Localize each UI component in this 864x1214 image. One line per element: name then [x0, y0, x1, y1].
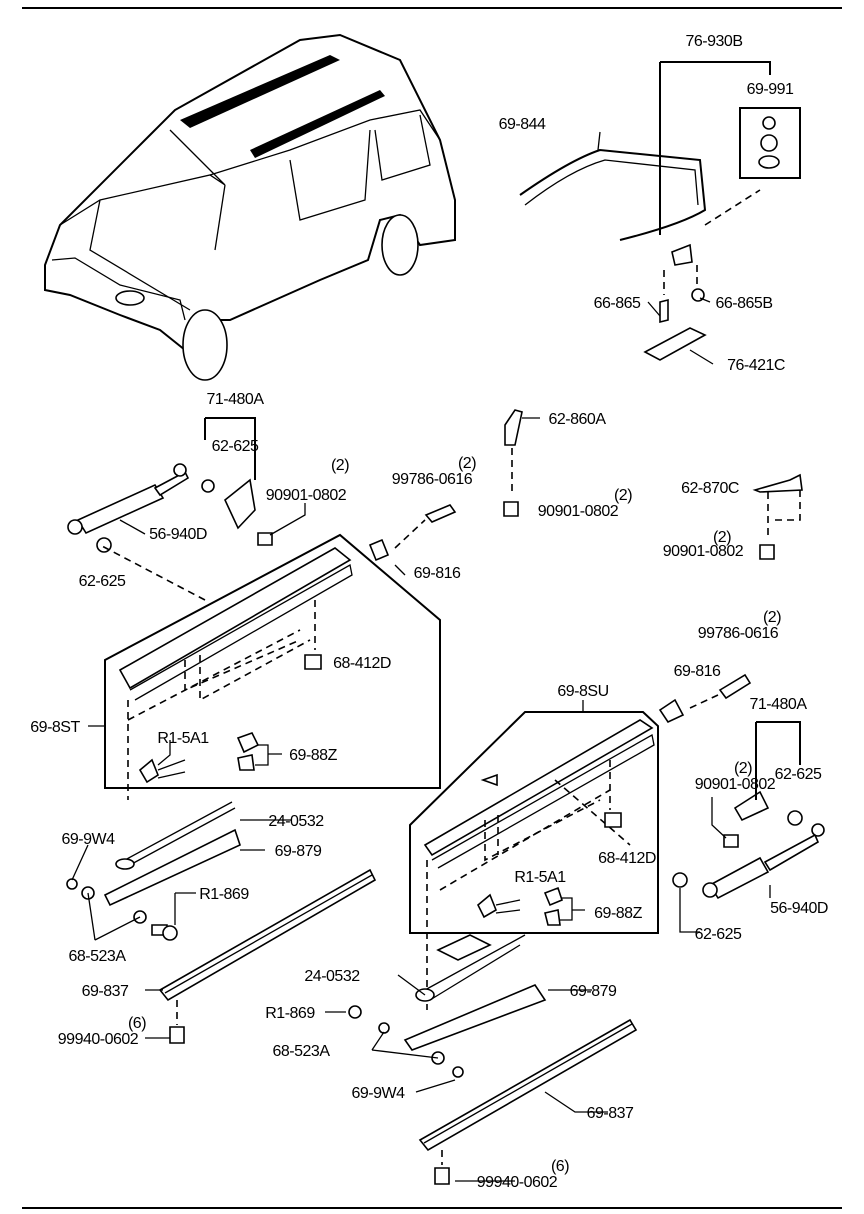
part-label: 62-625	[695, 926, 742, 943]
part-label: 90901-0802	[266, 487, 347, 504]
part-label: 69-879	[275, 843, 322, 860]
right-lower-parts	[325, 934, 638, 1185]
left-lower-parts	[66, 801, 377, 1044]
part-label: 90901-0802	[695, 776, 776, 793]
part-label: 24-0532	[268, 813, 324, 830]
part-label: 71-480A	[207, 391, 265, 408]
part-label: (2)	[458, 455, 476, 472]
part-label: (2)	[734, 760, 752, 777]
part-label: R1-5A1	[157, 730, 209, 747]
part-label: 56-940D	[770, 900, 828, 917]
part-label: 69-991	[747, 81, 794, 98]
part-label: 99940-0602	[477, 1174, 558, 1191]
right-rail-box	[409, 673, 752, 1010]
part-label: (2)	[713, 529, 731, 546]
part-label: R1-869	[199, 886, 249, 903]
part-label: 56-940D	[149, 526, 207, 543]
part-label: 99940-0602	[58, 1031, 139, 1048]
right-brackets	[503, 409, 803, 560]
part-label: R1-869	[265, 1005, 315, 1022]
part-label: 62-870C	[681, 480, 739, 497]
part-label: 66-865B	[716, 295, 773, 312]
part-label: 69-8ST	[30, 719, 80, 736]
part-label: 71-480A	[750, 696, 808, 713]
part-label: 69-837	[587, 1105, 634, 1122]
part-label: 69-9W4	[61, 831, 115, 848]
left-rail-box	[88, 504, 457, 800]
right-gas-stay	[672, 721, 825, 933]
part-label: 99786-0616	[392, 471, 473, 488]
part-label: 68-523A	[69, 948, 127, 965]
part-label: 69-844	[499, 116, 546, 133]
part-label: (2)	[763, 609, 781, 626]
part-label: (6)	[128, 1015, 146, 1032]
part-label: 99786-0616	[698, 625, 779, 642]
part-label: 69-837	[82, 983, 129, 1000]
part-label: 76-421C	[727, 357, 785, 374]
part-label: 66-865	[594, 295, 641, 312]
part-label: R1-5A1	[514, 869, 566, 886]
part-label: 62-860A	[549, 411, 607, 428]
part-label: 69-879	[570, 983, 617, 1000]
van-illustration	[44, 33, 456, 381]
part-label: 69-816	[674, 663, 721, 680]
part-label: 76-930B	[686, 33, 743, 50]
part-label: 68-412D	[333, 655, 391, 672]
part-label: 62-625	[775, 766, 822, 783]
part-number-labels: 76-930B 69-991 69-844 66-865 66-865B 76-421C 7…	[30, 33, 828, 1191]
part-label: 69-88Z	[289, 747, 337, 764]
part-label: 68-523A	[273, 1043, 331, 1060]
upper-rail-assembly	[519, 61, 801, 365]
part-label: 69-9W4	[351, 1085, 405, 1102]
part-label: 62-625	[79, 573, 126, 590]
part-label: (6)	[551, 1158, 569, 1175]
part-label: 90901-0802	[663, 543, 744, 560]
part-label: (2)	[614, 487, 632, 504]
part-label: 69-816	[414, 565, 461, 582]
part-label: 69-8SU	[557, 683, 608, 700]
part-label: (2)	[331, 457, 349, 474]
part-label: 68-412D	[598, 850, 656, 867]
part-label: 62-625	[212, 438, 259, 455]
part-label: 90901-0802	[538, 503, 619, 520]
part-label: 24-0532	[304, 968, 360, 985]
part-label: 69-88Z	[594, 905, 642, 922]
